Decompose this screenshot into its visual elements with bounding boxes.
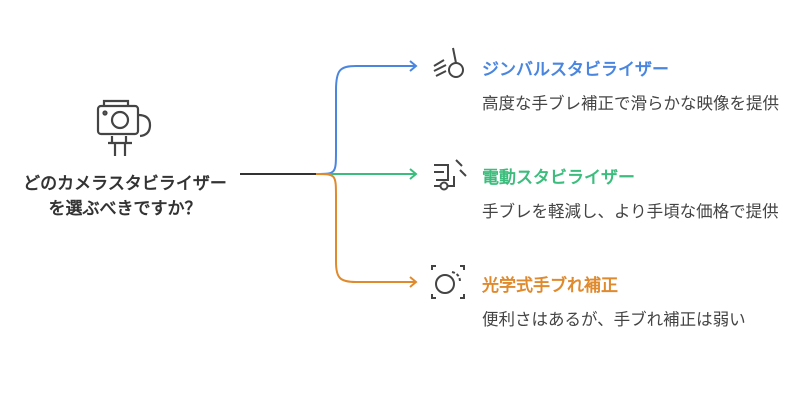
arrowhead-gimbal [409,60,418,72]
option-description-optical: 便利さはあるが、手ブれ補正は弱い [482,310,746,329]
arrowhead-electric [409,168,418,180]
option-title-optical: 光学式手ブれ補正 [482,276,618,296]
camera-stabilizer-icon [96,99,152,156]
electric-stabilizer-icon [434,159,467,191]
option-description-gimbal: 高度な手ブレ補正で滑らかな映像を提供 [482,94,779,113]
gimbal-icon [433,47,464,78]
option-title-electric: 電動スタビライザー [482,168,635,188]
option-title-gimbal: ジンバルスタビライザー [482,60,669,80]
question-text: どのカメラスタビライザーを選ぶべきですか？ [23,174,227,219]
arrowhead-optical [409,276,418,288]
option-description-electric: 手ブレを軽減し、より手頃な価格で提供 [482,202,779,221]
branch-line-optical [315,173,416,283]
optical-stabilization-icon [431,265,465,299]
branch-line-gimbal [315,65,416,175]
